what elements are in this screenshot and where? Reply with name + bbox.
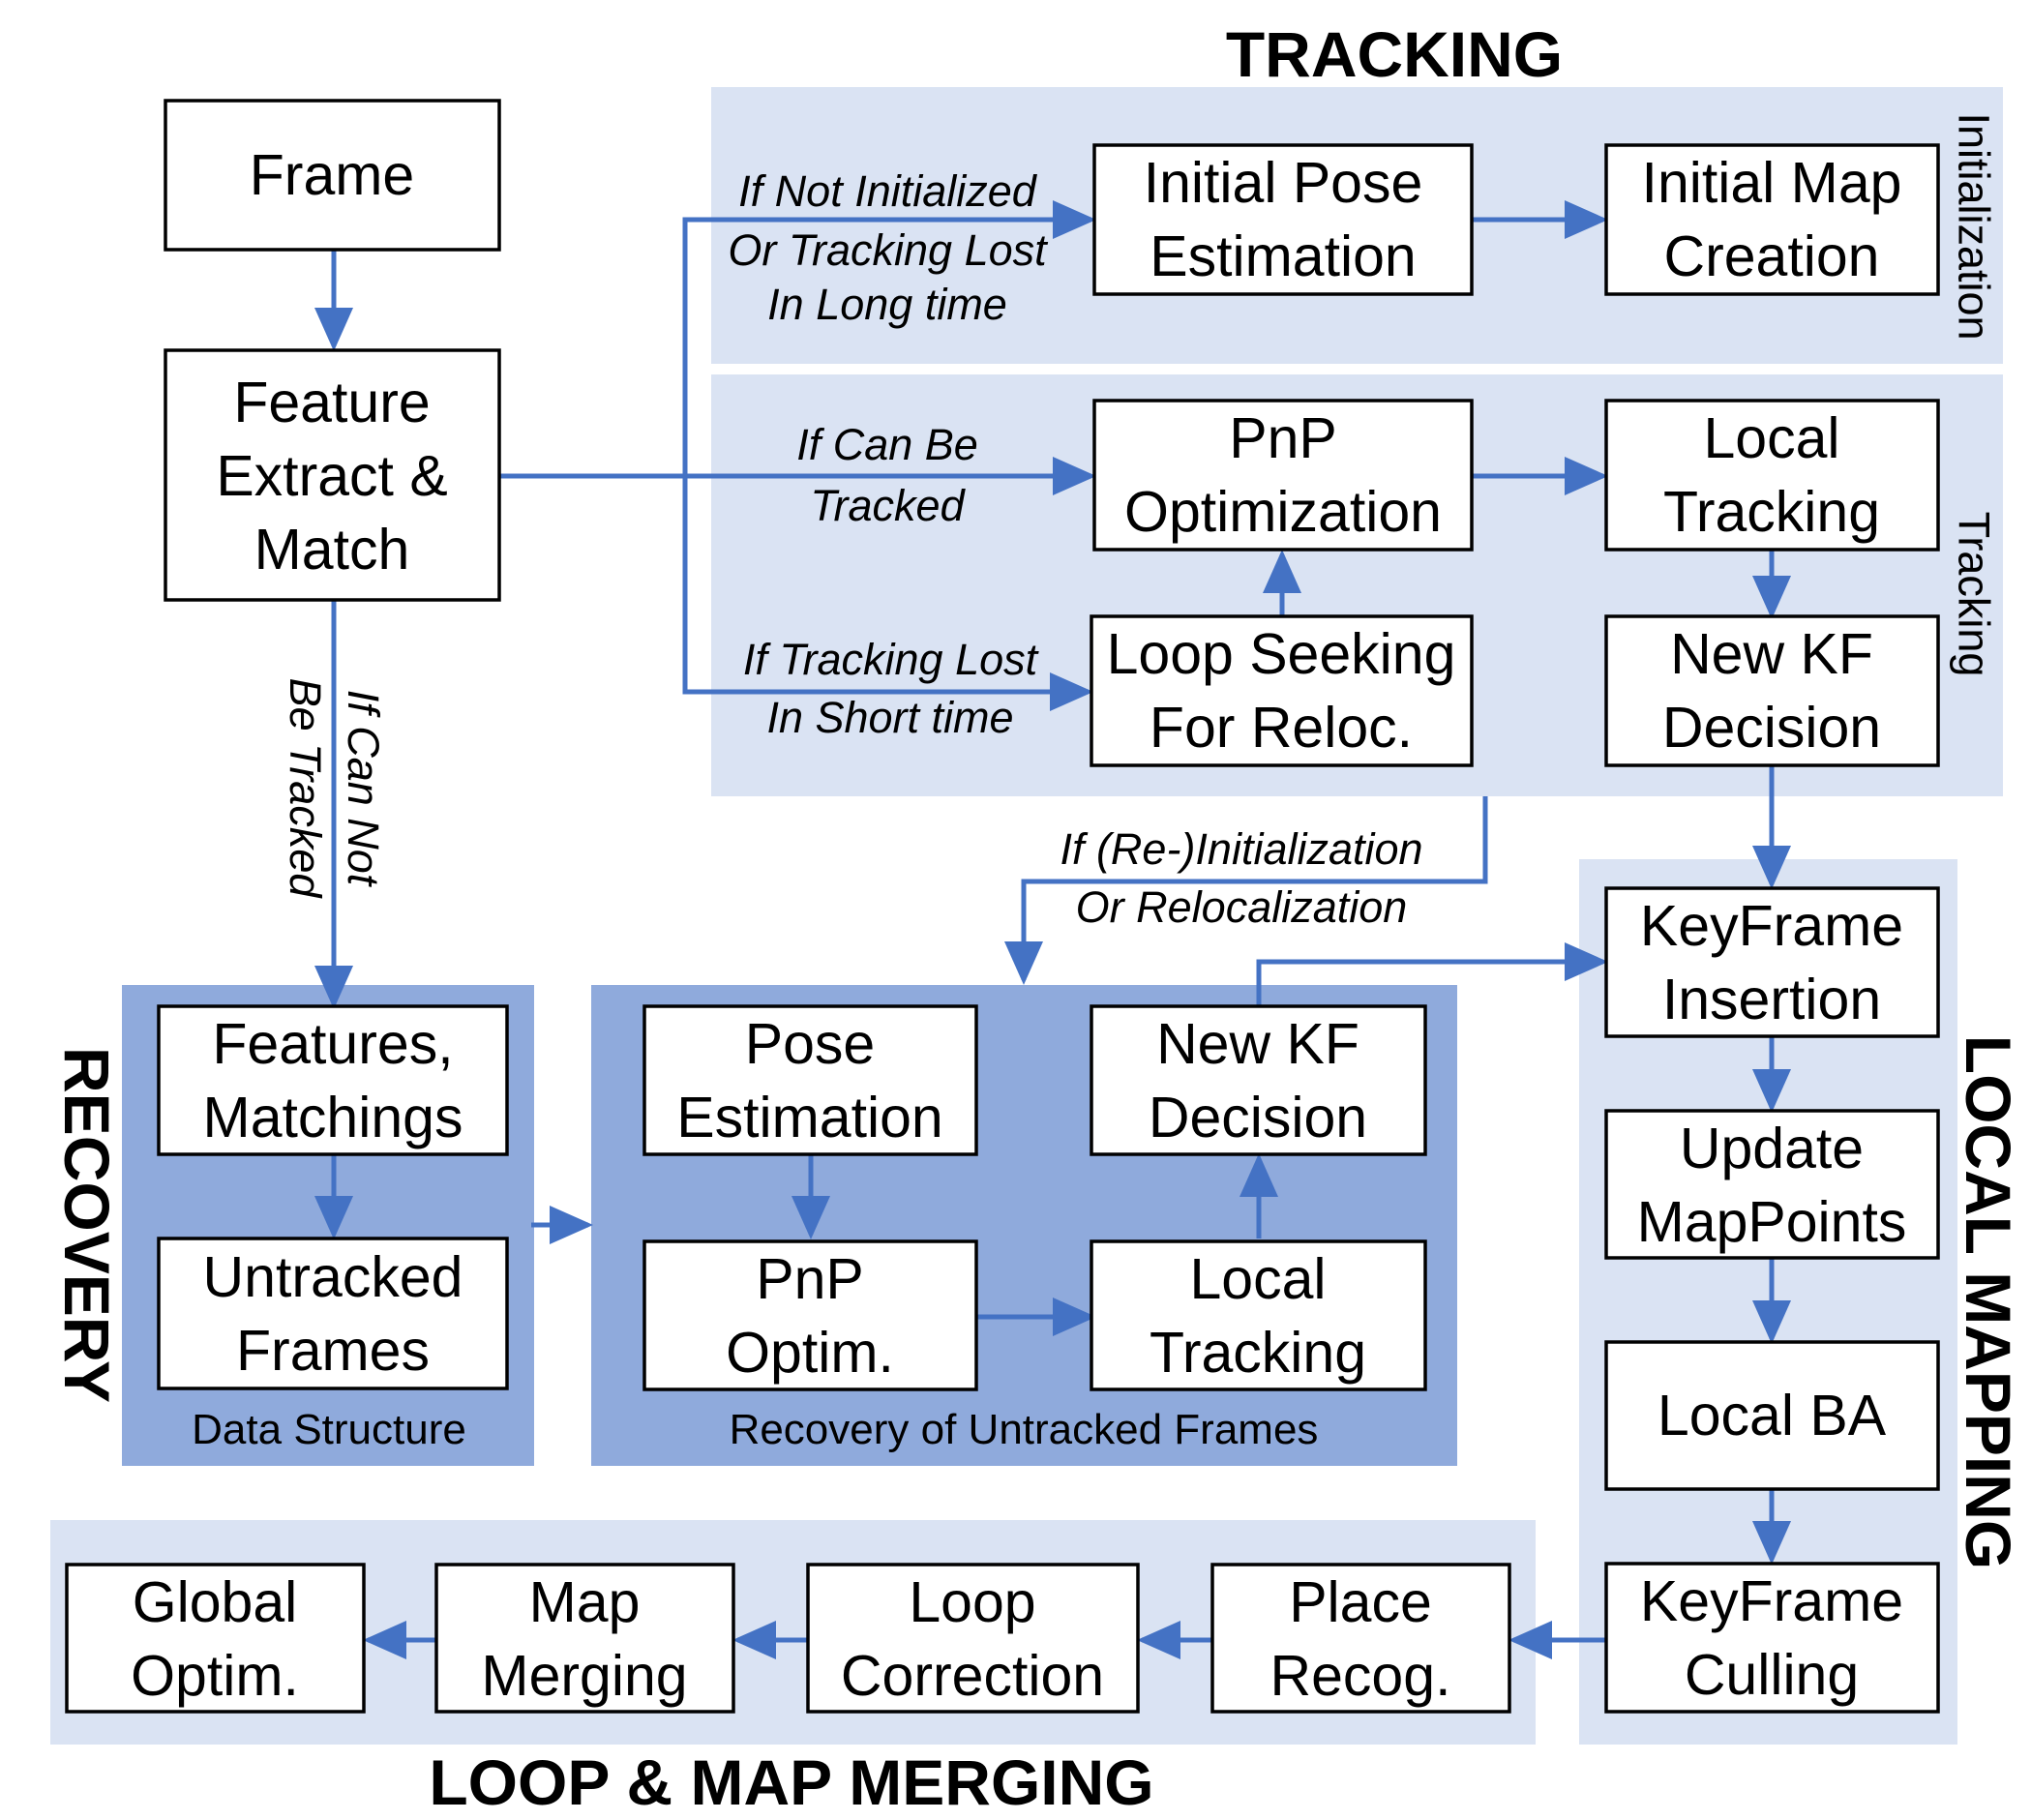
- svg-text:Estimation: Estimation: [676, 1086, 942, 1149]
- section-title-loop-map-merging: LOOP & MAP MERGING: [429, 1746, 1153, 1818]
- svg-text:Initial Map: Initial Map: [1642, 151, 1902, 215]
- svg-text:Optimization: Optimization: [1124, 480, 1442, 544]
- box-pnp-optimization: PnP Optimization: [1092, 399, 1474, 552]
- box-features-matchings: Features, Matchings: [157, 1004, 509, 1156]
- subsection-data-structure: Data Structure: [192, 1406, 466, 1453]
- svg-text:Merging: Merging: [481, 1644, 687, 1708]
- svg-text:Tracked: Tracked: [810, 481, 966, 530]
- svg-text:Initial Pose: Initial Pose: [1144, 151, 1423, 215]
- svg-text:Insertion: Insertion: [1662, 968, 1881, 1031]
- svg-text:KeyFrame: KeyFrame: [1640, 894, 1903, 958]
- box-loop-correction: Loop Correction: [806, 1563, 1140, 1714]
- svg-text:Local BA: Local BA: [1658, 1384, 1887, 1447]
- svg-text:Pose: Pose: [745, 1012, 875, 1076]
- svg-text:If Can Be: If Can Be: [796, 420, 978, 469]
- svg-text:Be Tracked: Be Tracked: [281, 678, 330, 900]
- box-recovery-new-kf-decision: New KF Decision: [1090, 1004, 1427, 1156]
- svg-text:New KF: New KF: [1670, 622, 1873, 686]
- svg-text:Map: Map: [529, 1570, 641, 1634]
- svg-text:Local: Local: [1703, 406, 1839, 470]
- connector-arrows: [314, 200, 1791, 1659]
- svg-text:If Can Not: If Can Not: [339, 690, 388, 888]
- svg-text:Match: Match: [254, 518, 410, 582]
- svg-text:Extract &: Extract &: [216, 444, 447, 508]
- box-local-tracking: Local Tracking: [1604, 399, 1940, 552]
- svg-text:Recog.: Recog.: [1270, 1644, 1451, 1708]
- box-global-optim: Global Optim.: [65, 1563, 366, 1714]
- edge-label-not-initialized: If Not Initialized Or Tracking Lost In L…: [728, 166, 1049, 329]
- box-feature-extract-match: Feature Extract & Match: [164, 348, 501, 602]
- box-pnp-optim: PnP Optim.: [642, 1239, 978, 1391]
- box-frame: Frame: [164, 99, 501, 252]
- svg-text:Tracking: Tracking: [1663, 480, 1880, 544]
- svg-text:Frame: Frame: [250, 143, 414, 207]
- subsection-tracking: Tracking: [1950, 512, 1999, 677]
- svg-text:Optim.: Optim.: [131, 1644, 299, 1708]
- svg-text:Matchings: Matchings: [203, 1086, 463, 1149]
- edge-label-can-be-tracked: If Can Be Tracked: [796, 420, 978, 530]
- box-loop-seeking: Loop Seeking For Reloc.: [1090, 614, 1474, 767]
- svg-text:Correction: Correction: [841, 1644, 1104, 1708]
- edge-label-reinitialization: If (Re-)Initialization Or Relocalization: [1060, 824, 1422, 932]
- svg-text:Frames: Frames: [236, 1319, 430, 1383]
- subsection-recovery-untracked: Recovery of Untracked Frames: [730, 1406, 1319, 1453]
- box-place-recog: Place Recog.: [1210, 1563, 1511, 1714]
- section-title-recovery: RECOVERY: [51, 1047, 123, 1403]
- svg-text:Features,: Features,: [212, 1012, 453, 1076]
- section-title-local-mapping: LOCAL MAPPING: [1953, 1035, 2024, 1569]
- svg-text:Tracking: Tracking: [1150, 1321, 1366, 1385]
- box-map-merging: Map Merging: [434, 1563, 735, 1714]
- svg-text:KeyFrame: KeyFrame: [1640, 1569, 1903, 1633]
- svg-text:Decision: Decision: [1662, 696, 1881, 760]
- svg-text:Or Tracking Lost: Or Tracking Lost: [728, 225, 1049, 275]
- subsection-initialization: Initialization: [1950, 112, 1999, 340]
- svg-text:For Reloc.: For Reloc.: [1150, 696, 1413, 760]
- svg-text:Untracked: Untracked: [203, 1245, 463, 1309]
- svg-text:Culling: Culling: [1685, 1643, 1859, 1707]
- svg-text:Creation: Creation: [1663, 224, 1879, 288]
- edge-label-cannot-be-tracked: If Can Not Be Tracked: [281, 678, 388, 900]
- svg-text:Local: Local: [1189, 1247, 1326, 1311]
- box-initial-pose-estimation: Initial Pose Estimation: [1092, 143, 1474, 296]
- svg-text:Update: Update: [1680, 1117, 1864, 1180]
- box-pose-estimation: Pose Estimation: [642, 1004, 978, 1156]
- svg-text:Place: Place: [1289, 1570, 1432, 1634]
- svg-text:In Short time: In Short time: [766, 693, 1013, 742]
- svg-text:Feature: Feature: [233, 371, 430, 434]
- box-update-mappoints: Update MapPoints: [1604, 1109, 1940, 1260]
- svg-text:Optim.: Optim.: [726, 1321, 894, 1385]
- edge-label-lost-short-time: If Tracking Lost In Short time: [743, 635, 1040, 742]
- svg-text:Loop Seeking: Loop Seeking: [1107, 622, 1456, 686]
- box-recovery-local-tracking: Local Tracking: [1090, 1239, 1427, 1391]
- svg-text:If (Re-)Initialization: If (Re-)Initialization: [1060, 824, 1422, 874]
- svg-text:PnP: PnP: [756, 1247, 864, 1311]
- svg-text:If Tracking Lost: If Tracking Lost: [743, 635, 1040, 684]
- box-keyframe-culling: KeyFrame Culling: [1604, 1562, 1940, 1714]
- box-new-kf-decision: New KF Decision: [1604, 614, 1940, 767]
- svg-text:Decision: Decision: [1149, 1086, 1367, 1149]
- box-local-ba: Local BA: [1604, 1340, 1940, 1491]
- svg-text:In Long time: In Long time: [767, 280, 1007, 329]
- svg-text:Loop: Loop: [909, 1570, 1035, 1634]
- svg-text:If Not Initialized: If Not Initialized: [738, 166, 1038, 216]
- svg-text:MapPoints: MapPoints: [1637, 1190, 1907, 1254]
- box-untracked-frames: Untracked Frames: [157, 1237, 509, 1390]
- box-initial-map-creation: Initial Map Creation: [1604, 143, 1940, 296]
- svg-text:PnP: PnP: [1229, 406, 1337, 470]
- svg-text:New KF: New KF: [1156, 1012, 1359, 1076]
- box-keyframe-insertion: KeyFrame Insertion: [1604, 886, 1940, 1038]
- section-title-tracking: TRACKING: [1226, 18, 1563, 90]
- svg-text:Estimation: Estimation: [1150, 224, 1416, 288]
- svg-text:Global: Global: [133, 1570, 298, 1634]
- svg-text:Or Relocalization: Or Relocalization: [1076, 882, 1408, 932]
